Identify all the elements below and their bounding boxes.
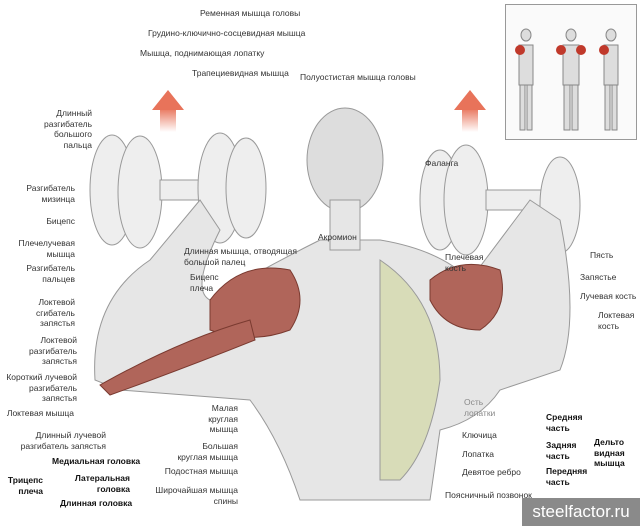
up-arrow-right (462, 108, 478, 132)
label-teres-minor: Малая круглая мышца (208, 403, 238, 434)
label-deltoid: Дельто видная мышца (594, 437, 625, 468)
label-lumbar-vertebra: Поясничный позвонок (445, 490, 532, 500)
label-teres-major: Большая круглая мышца (177, 441, 238, 462)
up-arrow-left (160, 108, 176, 132)
label-scapular-spine: Ость лопатки (464, 397, 496, 418)
label-medial-head: Медиальная головка (52, 456, 141, 466)
label-clavicle: Ключица (462, 430, 497, 440)
spine-ribs (379, 259, 441, 481)
label-anterior-part: Передняя часть (546, 466, 588, 487)
label-sternocleidomastoid: Грудино-ключично-сосцевидная мышца (148, 28, 306, 38)
label-triceps: Трицепс плеча (7, 475, 43, 496)
label-anconeus: Локтевая мышца (6, 408, 74, 418)
label-long-radial-extensor: Длинный лучевой разгибатель запястья (20, 430, 106, 451)
label-lateral-head: Латеральная головка (74, 473, 130, 494)
label-brachioradialis: Плечелучевая мышца (18, 238, 75, 259)
label-posterior-part: Задняя часть (546, 440, 577, 461)
label-long-head: Длинная головка (60, 498, 133, 508)
label-long-thumb-extensor: Длинный разгибатель большого пальца (44, 108, 92, 150)
label-short-radial-extensor: Короткий лучевой разгибатель запястья (6, 372, 77, 403)
label-metacarpus: Пясть (590, 250, 614, 260)
label-middle-part: Средняя часть (546, 412, 583, 433)
label-biceps-brachii: Бицепс плеча (190, 272, 219, 293)
label-wrist: Запястье (580, 272, 617, 282)
label-little-finger-extensor: Разгибатель мизинца (26, 183, 75, 204)
label-humerus: Плечевая кость (445, 252, 484, 273)
label-acromion: Акромион (318, 232, 357, 242)
label-finger-extensor: Разгибатель пальцев (26, 263, 75, 284)
label-biceps: Бицепс (46, 216, 75, 226)
label-abductor-pollicis: Длинная мышца, отводящая большой палец (184, 246, 297, 267)
label-trapezius: Трапециевидная мышца (192, 68, 289, 78)
label-infraspinatus: Подостная мышца (164, 466, 238, 476)
label-scapula: Лопатка (462, 449, 494, 459)
label-phalanx: Фаланга (425, 158, 459, 168)
up-arrow-head-left (152, 90, 184, 110)
label-latissimus: Широчайшая мышца спины (155, 485, 238, 506)
label-ninth-rib: Девятое ребро (462, 467, 521, 477)
label-splenius: Ременная мышца головы (200, 8, 301, 18)
watermark: steelfactor.ru (522, 498, 640, 526)
left-dumbbell (89, 132, 267, 249)
label-ulnar-wrist-extensor: Локтевой разгибатель запястья (29, 335, 77, 366)
reference-figure-inset (505, 4, 637, 140)
label-radius: Лучевая кость (580, 291, 637, 301)
label-levator-scapulae: Мышца, поднимающая лопатку (140, 48, 265, 58)
deltoid-muscles (99, 263, 503, 396)
label-ulna: Локтевая кость (598, 310, 635, 331)
label-ulnar-wrist-flexor: Локтевой сгибатель запястья (36, 297, 75, 328)
label-semispinalis: Полуостистая мышца головы (300, 72, 416, 82)
